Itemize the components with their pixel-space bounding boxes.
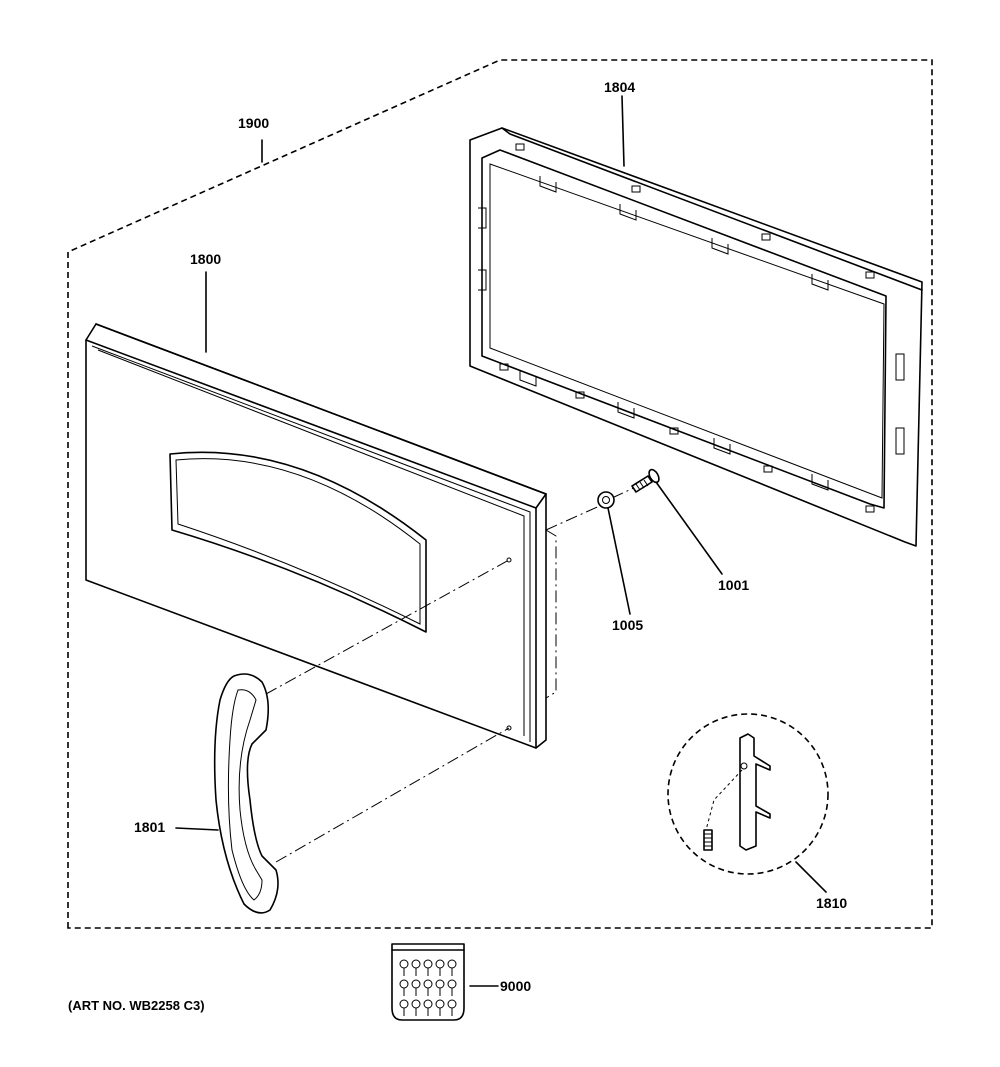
nut-1005: [597, 491, 615, 509]
door-edge-projection: [545, 529, 557, 699]
label-1800: 1800: [190, 251, 221, 267]
label-1900: 1900: [238, 115, 269, 131]
screw-1001: [631, 468, 660, 493]
door-frame-1804: [469, 127, 923, 547]
door-panel-1800: [85, 323, 547, 749]
label-1810: 1810: [816, 895, 847, 911]
label-1001: 1001: [718, 577, 749, 593]
leader-lines: [175, 95, 827, 987]
label-1804: 1804: [604, 79, 635, 95]
label-1801: 1801: [134, 819, 165, 835]
latch-detail-1810: [667, 713, 829, 875]
label-9000: 9000: [500, 978, 531, 994]
assembly-1900-boundary: [67, 59, 933, 929]
hardware-packet-9000: [391, 943, 465, 1021]
label-1005: 1005: [612, 617, 643, 633]
door-handle-1801: [213, 673, 279, 914]
art-number: (ART NO. WB2258 C3): [68, 998, 205, 1013]
